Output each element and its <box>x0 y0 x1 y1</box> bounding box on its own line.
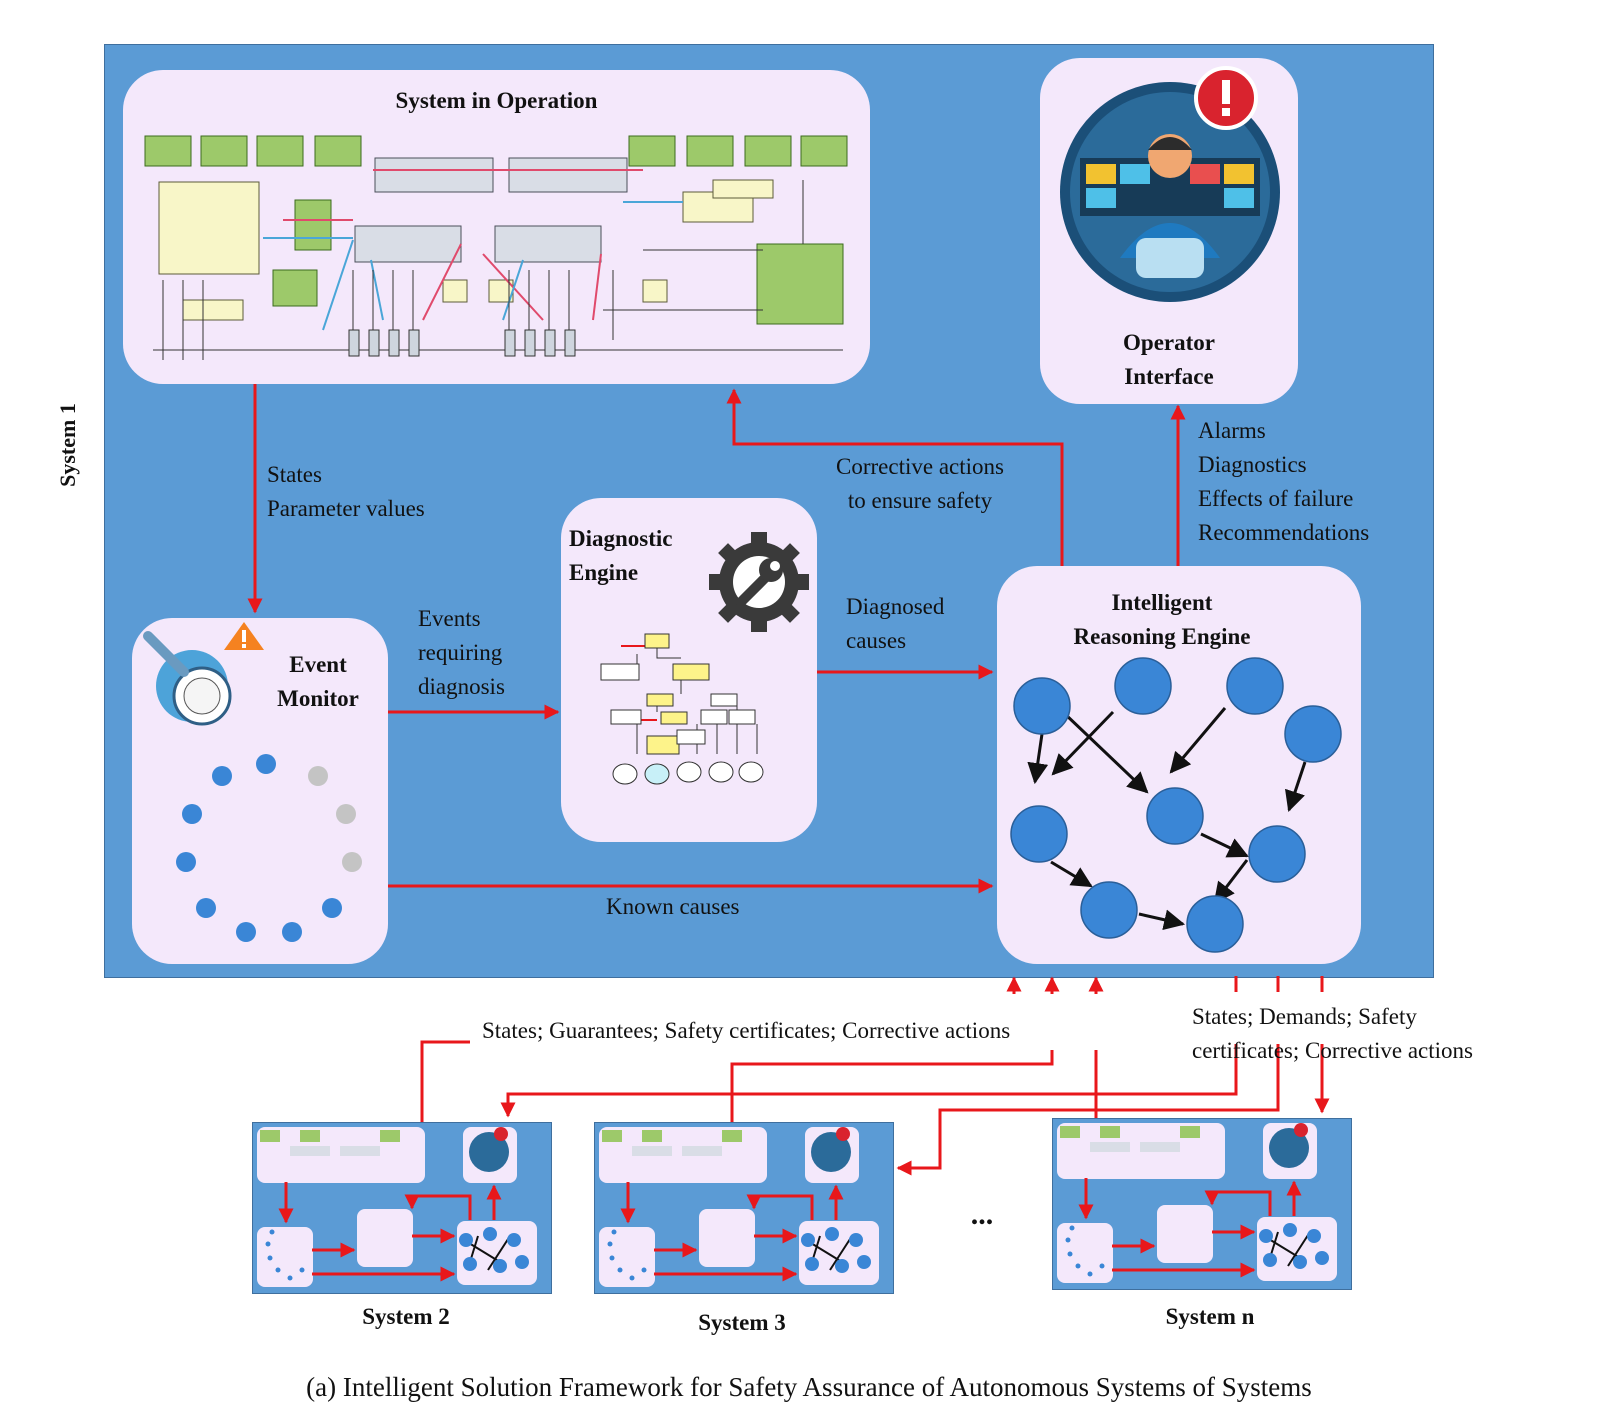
bayesian-network <box>1010 657 1342 953</box>
event-monitor-graphics <box>143 622 362 942</box>
operator-interface-title: Operator Interface <box>1123 330 1215 389</box>
arrow-to-system-2 <box>500 1044 1238 1118</box>
system-2-label: System 2 <box>362 1304 450 1329</box>
events-diagnosis-label: Events requiring diagnosis <box>418 606 505 699</box>
diagnosed-causes-label: Diagnosed causes <box>846 594 945 653</box>
system-n-label: System n <box>1165 1304 1255 1329</box>
states-params-label: States Parameter values <box>267 462 425 521</box>
system-in-operation-box: System in Operation <box>123 70 870 384</box>
arrow-from-system-3 <box>730 1050 1054 1124</box>
known-causes-label: Known causes <box>606 894 740 919</box>
mini-system-template <box>260 1127 529 1282</box>
system-in-operation-title: System in Operation <box>395 88 598 113</box>
states-guarantees-label: States; Guarantees; Safety certificates;… <box>482 1018 1011 1043</box>
system-schematic <box>144 135 848 360</box>
diagnostic-engine-title: Diagnostic Engine <box>569 526 673 585</box>
operator-interface-box: Operator Interface <box>1040 58 1298 404</box>
diagnostic-engine-box: Diagnostic Engine <box>561 498 817 842</box>
ellipsis: ... <box>970 1198 994 1231</box>
arrow-corrective <box>726 388 1064 566</box>
diagnostic-graphics <box>600 532 809 785</box>
alarms-label: Alarms Diagnostics Effects of failure Re… <box>1198 418 1370 545</box>
corrective-actions-label: Corrective actions to ensure safety <box>836 454 1004 513</box>
event-monitor-title: Event Monitor <box>277 652 359 711</box>
states-demands-label: States; Demands; Safety certificates; Co… <box>1192 1004 1473 1063</box>
reasoning-engine-box: Intelligent Reasoning Engine <box>997 566 1361 964</box>
reasoning-engine-title: Intelligent Reasoning Engine <box>1073 590 1251 649</box>
event-monitor-box: Event Monitor <box>132 618 388 964</box>
gear-icon <box>709 532 809 632</box>
arrow-from-system-2 <box>420 1040 470 1124</box>
system-3-label: System 3 <box>698 1310 786 1335</box>
figure-caption: (a) Intelligent Solution Framework for S… <box>306 1372 1312 1402</box>
arrow-to-system-3 <box>896 1044 1280 1176</box>
operator-icon <box>1060 66 1280 302</box>
